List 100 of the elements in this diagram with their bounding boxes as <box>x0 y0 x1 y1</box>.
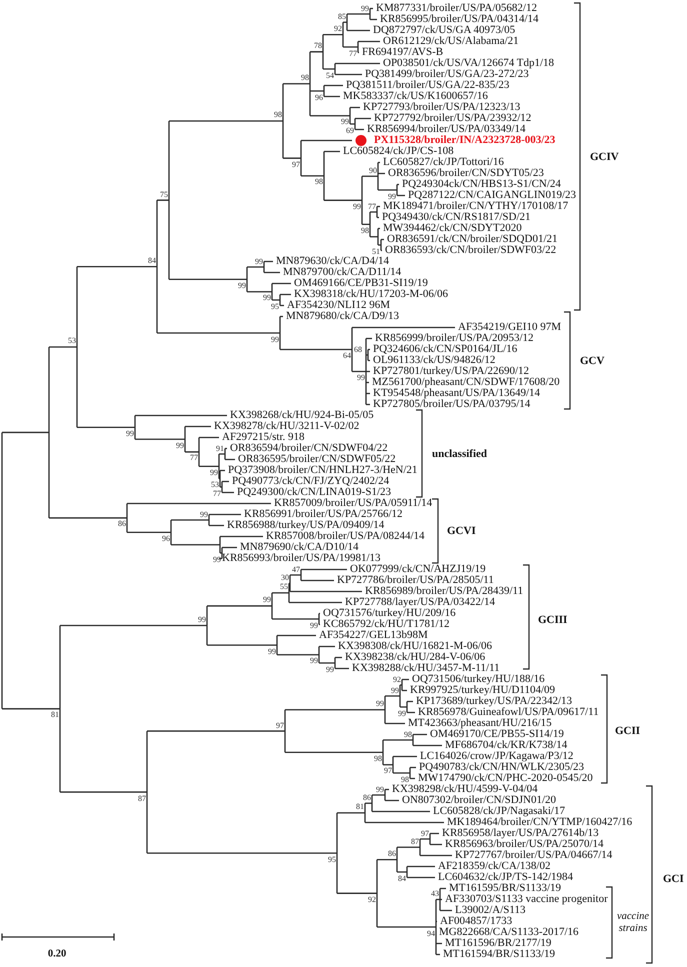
taxon-label: KR856989/broiler/US/PA/28439/11 <box>365 586 524 597</box>
bootstrap-value: 99 <box>391 686 399 695</box>
taxon-label: PX115328/broiler/IN/A2323728-003/23 <box>374 134 556 146</box>
taxon-label: DQ872797/ck/US/GA 40973/05 <box>373 24 516 36</box>
taxon-label: KP727786/broiler/US/PA/28505/11 <box>337 574 494 586</box>
taxon-label: MT423663/pheasant/HU/216/15 <box>408 718 552 729</box>
bootstrap-value: 99 <box>255 257 263 266</box>
taxon-label: MF686704/ck/KR/K738/14 <box>445 740 568 752</box>
taxon-label: KR856995/broiler/US/PA/04314/14 <box>380 14 538 25</box>
taxon-label: OQ731506/turkey/HU/188/16 <box>412 674 545 685</box>
taxon-label: AF354227/GEL13b98M <box>319 630 428 641</box>
taxon-label: MT161594/BR/S1133/19 <box>443 948 556 960</box>
bootstrap-value: 87 <box>138 794 146 803</box>
taxon-label: AF004857/1733 <box>440 916 512 928</box>
taxon-label: MT161595/BR/S1133/19 <box>449 882 562 894</box>
bootstrap-value: 91 <box>216 444 224 453</box>
taxon-label: PQ373908/broiler/CN/HNLH27-3/HeN/21 <box>228 464 418 476</box>
clade-label: GCII <box>615 726 640 738</box>
taxon-label: KR856994/broiler/US/PA/03349/14 <box>367 124 526 135</box>
taxon-label: LC605828/ck/JP/Nagasaki/17 <box>433 806 565 817</box>
bootstrap-value: 99 <box>398 709 406 718</box>
taxon-label: KR857009/broiler/US/PA/05911/14 <box>274 498 432 509</box>
clade-label: unclassified <box>432 449 488 461</box>
taxon-label: KR856958/layer/US/PA/27614b/13 <box>442 828 599 839</box>
taxon-label: MN879700/ck/CA/D11/14 <box>283 266 402 278</box>
bootstrap-value: 84 <box>148 256 156 266</box>
bootstrap-value: 51 <box>372 247 380 256</box>
taxon-label: KX398308/ck/HU/16821-M-06/06 <box>338 640 492 652</box>
bootstrap-value: 99 <box>376 700 384 708</box>
taxon-label: MN879630/ck/CA/D4/14 <box>276 256 390 267</box>
taxon-label: KP727788/layer/US/PA/03422/14 <box>345 596 495 608</box>
bootstrap-value: 99 <box>210 468 218 478</box>
taxon-label: OP038501/ck/US/VA/126674 Tdp1/18 <box>383 58 554 69</box>
taxon-label: MT161596/BR/2177/19 <box>445 938 552 950</box>
taxon-label: KT954548/pheasant/US/PA/13649/14 <box>373 388 540 399</box>
clade-label: GCIII <box>538 615 568 627</box>
taxon-label: LC605824/ck/JP/CS-108 <box>343 146 454 157</box>
taxon-label: PQ381511/broiler/US/GA/22-835/23 <box>346 80 510 91</box>
bootstrap-value: 47 <box>292 565 300 574</box>
bootstrap-value: 99 <box>263 596 271 605</box>
bootstrap-value: 98 <box>401 775 409 784</box>
taxon-label: KP727805/broiler/US/PA/03795/14 <box>373 398 530 410</box>
taxon-label: OR836591/ck/CN/broiler/SDQD01/21 <box>387 234 558 245</box>
bootstrap-value: 92 <box>393 675 401 684</box>
taxon-label: L39002/A/S113 <box>455 904 526 916</box>
taxon-label: MK189464/broiler/CN/YTMP/160427/16 <box>447 816 632 828</box>
taxon-label: OR836595/broiler/CN/SDWF05/22 <box>238 454 396 465</box>
bootstrap-value: 94 <box>427 929 435 938</box>
taxon-label: MK189471/broiler/CN/YTHY/170108/17 <box>383 200 568 212</box>
bootstrap-value: 97 <box>276 721 284 730</box>
bootstrap-value: 81 <box>356 803 364 812</box>
bootstrap-value: 97 <box>384 767 392 776</box>
taxon-label: KR856999/broiler/US/PA/20953/12 <box>375 332 534 344</box>
bootstrap-value: 54 <box>326 71 334 80</box>
taxon-label: AF218359/ck/CA/138/02 <box>438 860 550 872</box>
clade-label: GCIV <box>590 152 619 164</box>
bootstrap-value: 98 <box>274 111 282 120</box>
taxon-label: KR856963/broiler/US/PA/25070/14 <box>445 838 604 850</box>
taxon-label: KR856988/turkey/US/PA/09409/14 <box>227 520 384 531</box>
taxon-label: LC604632/ck/JP/TS-142/1984 <box>438 872 574 884</box>
bootstrap-value: 78 <box>314 42 322 50</box>
taxon-label: OR836596/broiler/CN/SDYT05/23 <box>388 168 544 179</box>
taxon-label: MN879680/ck/CA/D9/13 <box>286 310 400 322</box>
taxon-label: KX398238/ck/HU/284-V-06/06 <box>345 652 486 663</box>
bootstrap-value: 99 <box>326 665 334 674</box>
taxon-label: AF354230/NLI12 96M <box>287 300 390 311</box>
taxon-label: LC605827/ck/JP/Tottori/16 <box>383 156 504 168</box>
bootstrap-value: 98 <box>374 754 382 764</box>
taxon-label: MZ561700/pheasant/CN/SDWF/17608/20 <box>372 376 560 388</box>
bootstrap-value: 99 <box>341 118 349 126</box>
bootstrap-value: 99 <box>388 192 396 200</box>
taxon-label: LC164026/crow/JP/Kagawa/P3/12 <box>420 750 574 762</box>
bootstrap-value: 99 <box>176 442 184 450</box>
bootstrap-value: 84 <box>398 874 406 883</box>
bootstrap-value: 99 <box>263 294 271 302</box>
bootstrap-value: 43 <box>431 890 439 898</box>
bootstrap-value: 99 <box>376 785 384 794</box>
bootstrap-value: 85 <box>338 12 346 21</box>
bootstrap-value: 97 <box>421 829 429 838</box>
taxon-label: KR856978/Guineafowl/US/PA/09617/11 <box>418 706 599 718</box>
taxon-label: PQ490773/ck/CN/FJ/ZYQ/2402/24 <box>232 476 390 487</box>
bootstrap-value: 99 <box>268 647 276 656</box>
taxon-label: KR856993/broiler/US/PA/19981/13 <box>222 552 380 564</box>
taxon-label: KR997925/turkey/HU/D1104/09 <box>410 684 556 696</box>
clade-label: GCV <box>580 356 604 368</box>
bootstrap-value: 64 <box>343 352 351 360</box>
clade-label: vaccine strains <box>616 910 650 936</box>
bootstrap-value: 98 <box>301 74 309 82</box>
bootstrap-value: 53 <box>68 337 76 346</box>
bootstrap-value: 99 <box>238 282 246 290</box>
taxon-label: OM469170/CE/PB55-SI14/19 <box>430 728 564 740</box>
taxon-label: KP173689/turkey/US/PA/22342/13 <box>416 696 572 707</box>
taxon-label: KX398278/ck/HU/3211-V-02/02 <box>214 420 360 432</box>
bootstrap-value: 87 <box>411 838 419 846</box>
bootstrap-value: 95 <box>328 855 336 864</box>
taxon-label: PQ249300/ck/CN/LINA019-S1/23 <box>237 486 391 498</box>
taxon-label: MN879690/ck/CA/D10/14 <box>240 542 359 553</box>
bootstrap-value: 99 <box>126 430 134 438</box>
taxon-label: PQ381499/broiler/US/GA/23-272/23 <box>365 68 529 80</box>
taxon-label: KR856991/broiler/US/PA/25766/12 <box>244 508 402 520</box>
